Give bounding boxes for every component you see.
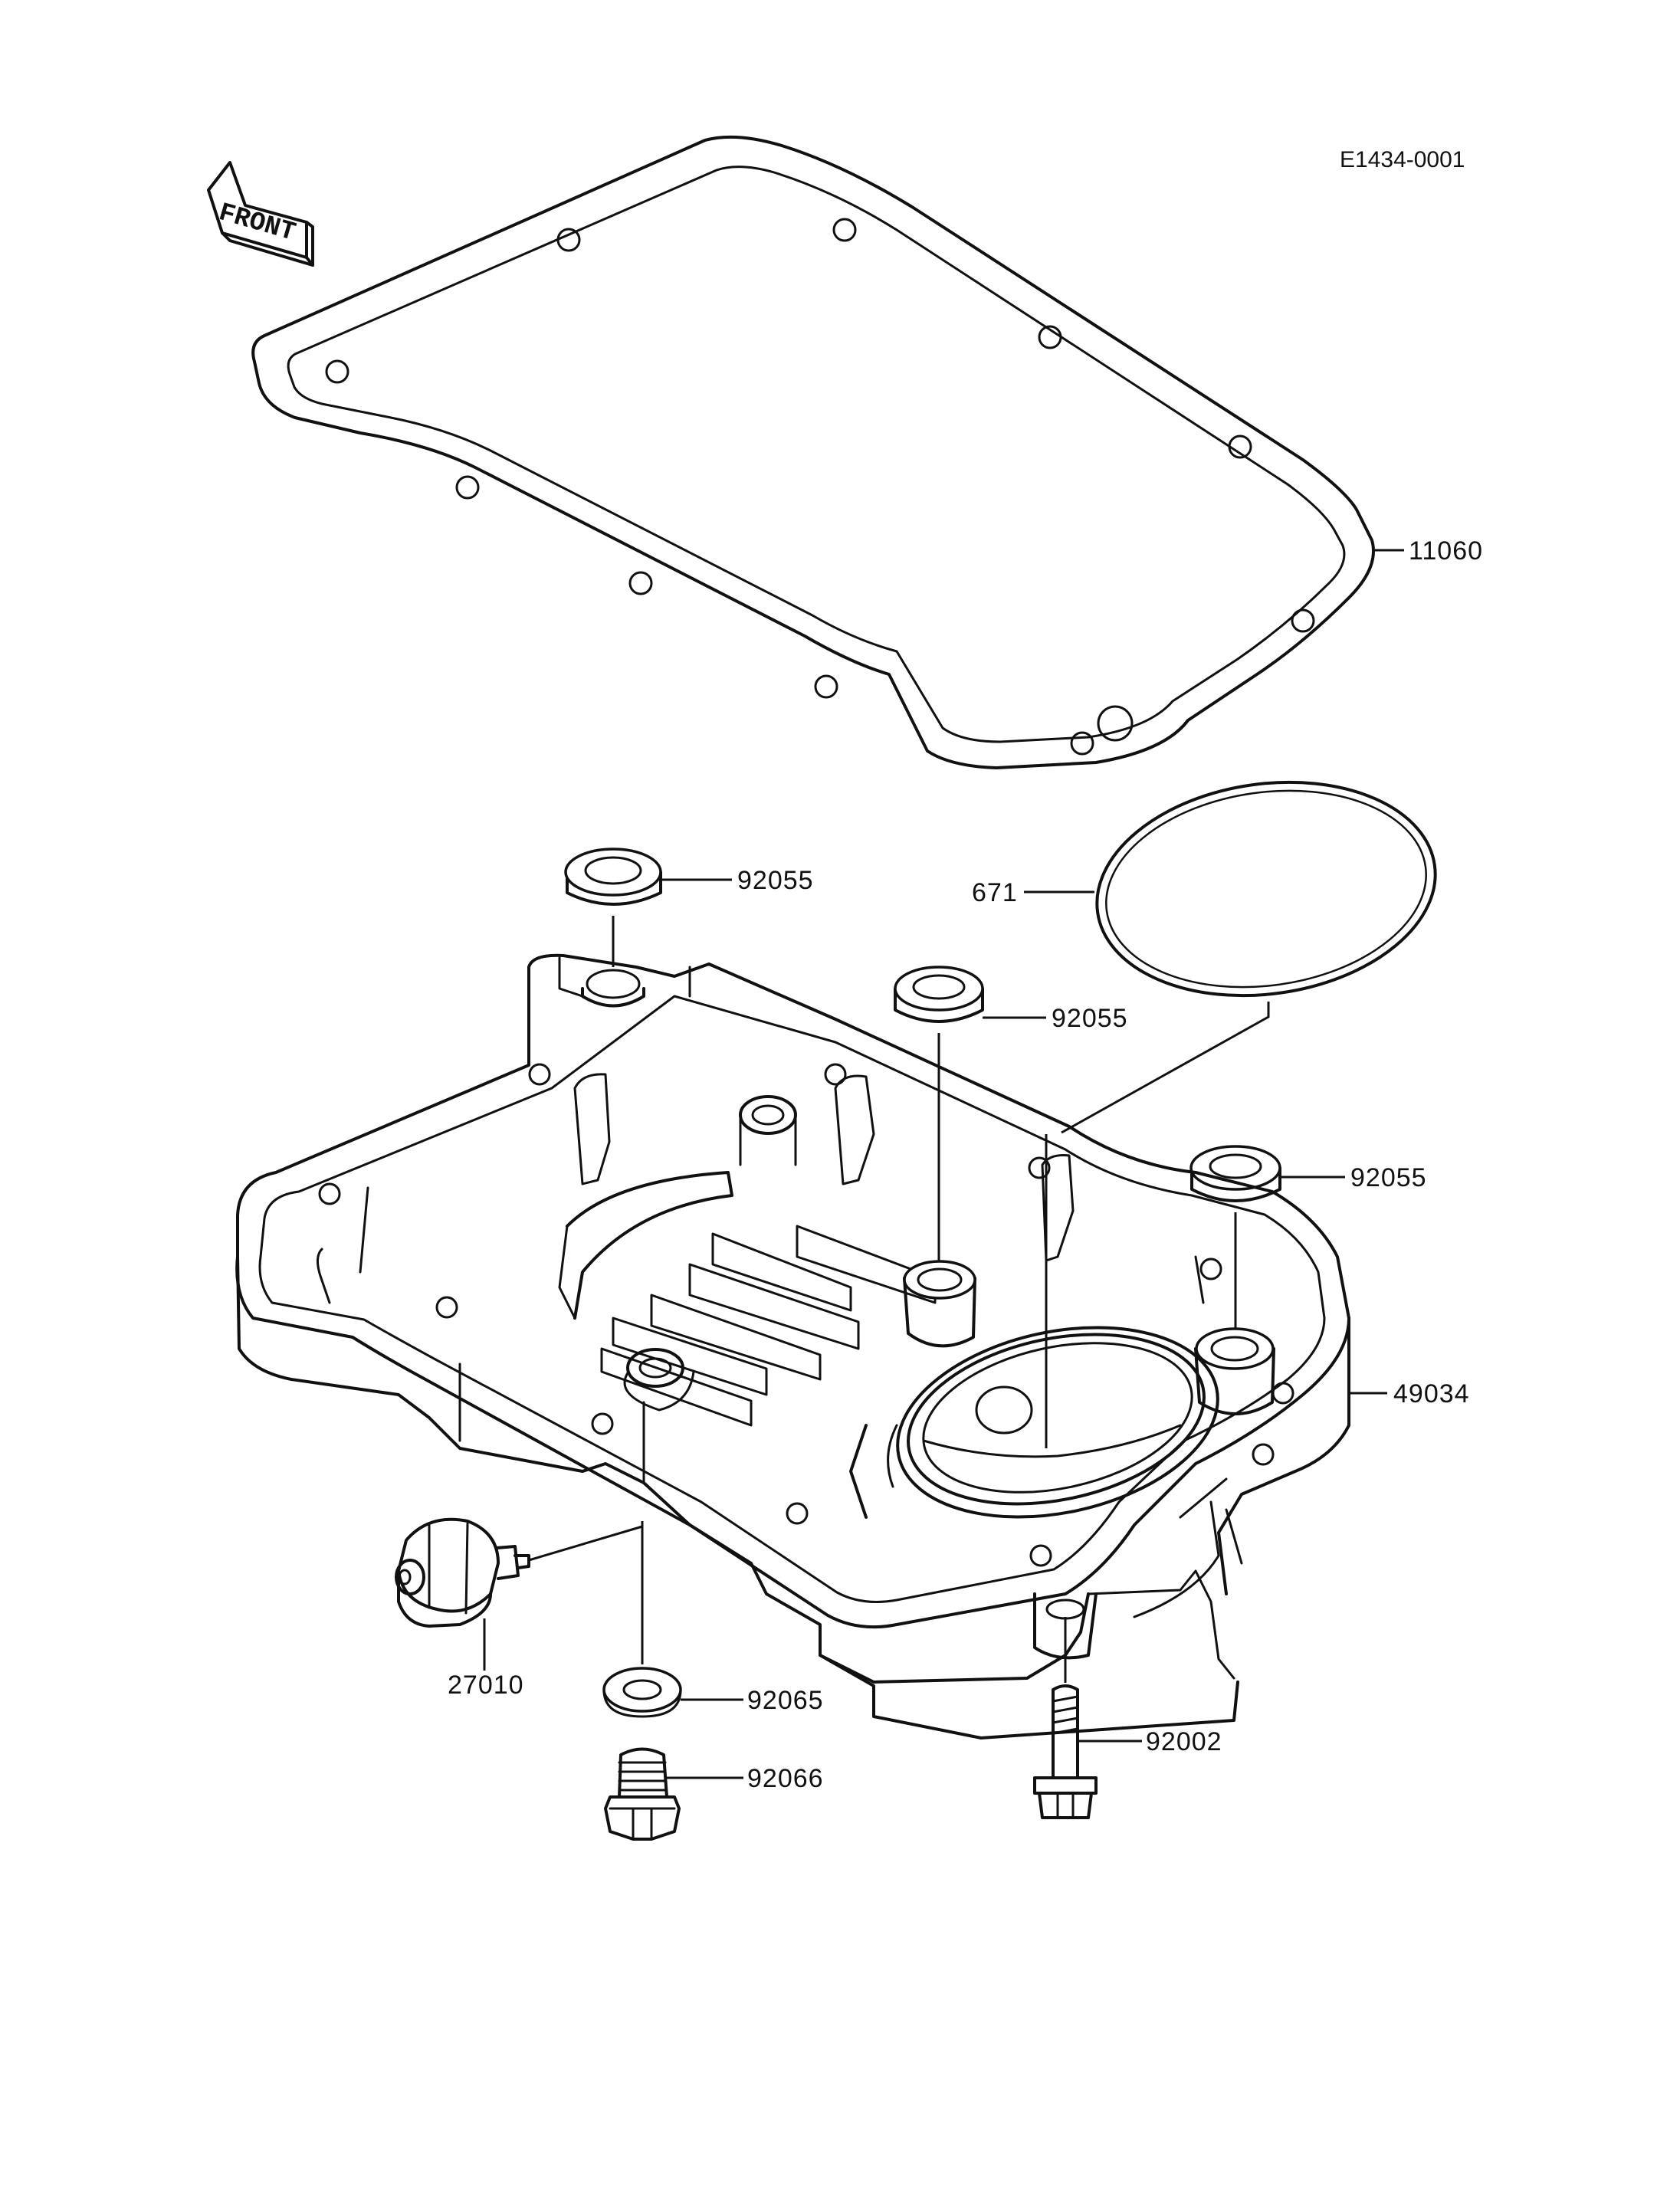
label-bolt: 92002 — [1146, 1727, 1222, 1756]
label-gasket: 11060 — [1409, 536, 1483, 566]
label-collar-1: 92055 — [737, 866, 814, 895]
label-o-ring: 671 — [972, 878, 1018, 907]
oil-pan-gasket — [251, 135, 1375, 769]
o-ring — [1095, 780, 1437, 998]
collar-1 — [564, 848, 662, 906]
label-washer: 92065 — [747, 1686, 824, 1715]
oil-pan — [235, 953, 1350, 1740]
drain-plug — [604, 1747, 681, 1841]
label-switch: 27010 — [448, 1671, 524, 1700]
label-drain-plug: 92066 — [747, 1764, 824, 1793]
label-oil-pan: 49034 — [1393, 1379, 1470, 1408]
diagram-code: E1434-0001 — [1340, 147, 1465, 172]
label-collar-2: 92055 — [1052, 1004, 1128, 1033]
front-arrow-icon: FRONT — [207, 161, 314, 267]
collar-2 — [894, 966, 984, 1023]
pan-bolt — [1033, 1617, 1098, 1819]
drain-washer — [602, 1667, 682, 1718]
oil-pressure-switch — [395, 1517, 530, 1628]
label-collar-3: 92055 — [1350, 1163, 1427, 1192]
